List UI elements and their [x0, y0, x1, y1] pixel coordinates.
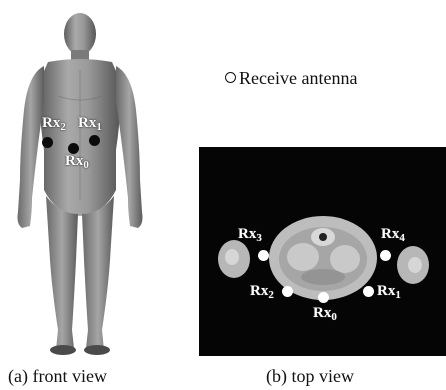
top-rx4-label: Rx4 [381, 227, 405, 244]
top-rx3-antenna [258, 250, 269, 261]
human-body-model [0, 0, 160, 362]
top-view-panel [199, 147, 446, 356]
top-rx2-label: Rx2 [250, 284, 274, 301]
body-left-leg [46, 196, 78, 350]
top-rx0-antenna [318, 292, 329, 303]
top-rx3-label: Rx3 [238, 227, 262, 244]
front-rx0-label: Rx0 [65, 154, 89, 171]
top-rx4-antenna [380, 250, 391, 261]
body-right-foot [84, 345, 110, 355]
top-rx1-label: Rx1 [377, 284, 401, 301]
receive-antenna-legend-icon [225, 72, 236, 83]
top-rx2-antenna [282, 286, 293, 297]
top-view-caption: (b) top view [266, 366, 354, 387]
body-left-foot [50, 345, 76, 355]
legend: Receive antenna [225, 68, 357, 89]
legend-label: Receive antenna [239, 68, 357, 88]
front-view-caption: (a) front view [8, 366, 107, 387]
front-rx2-antenna [42, 137, 53, 148]
front-rx1-label: Rx1 [78, 116, 102, 133]
torso-cross-section [199, 147, 446, 356]
front-rx2-label: Rx2 [42, 116, 66, 133]
body-head [64, 13, 96, 55]
front-view-figure [0, 0, 160, 362]
top-rx1-antenna [363, 286, 374, 297]
body-left-arm [18, 66, 45, 228]
body-right-arm [116, 66, 143, 228]
top-rx0-label: Rx0 [313, 306, 337, 323]
front-rx1-antenna [89, 135, 100, 146]
body-right-leg [82, 196, 114, 350]
